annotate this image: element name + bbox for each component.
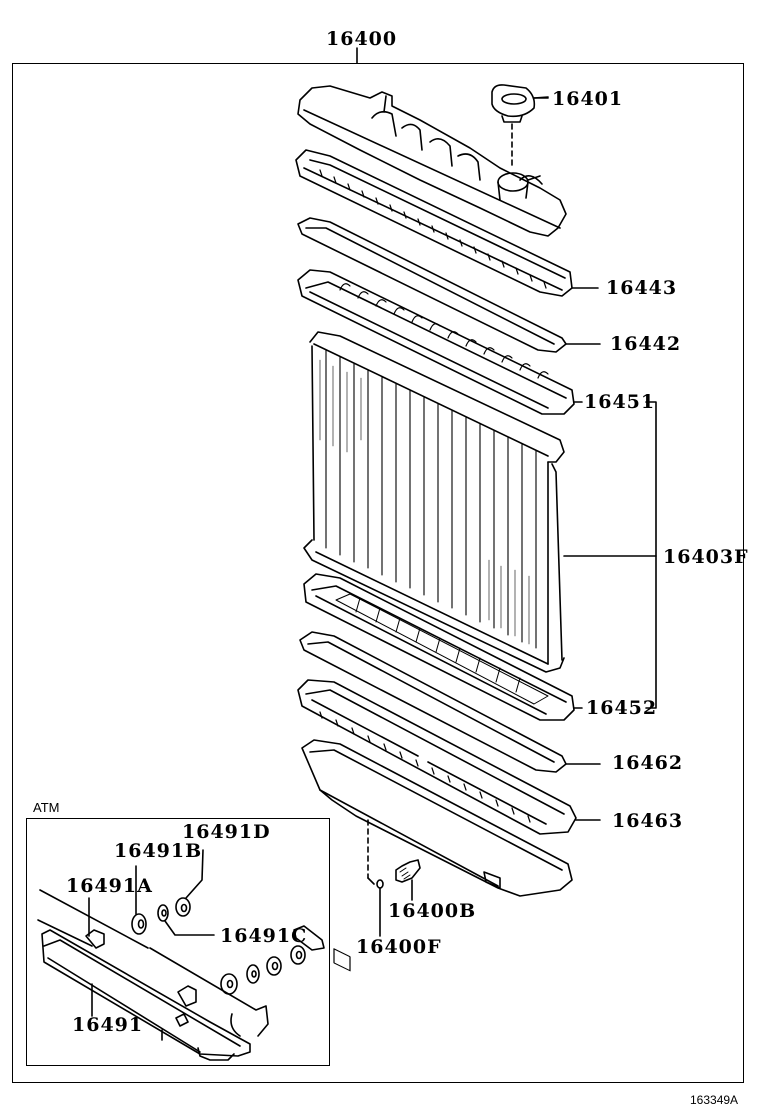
lower-plate-shape — [303, 573, 583, 721]
drain-cock-shape — [395, 859, 421, 901]
label-16400: 16400 — [326, 28, 398, 50]
label-16442: 16442 — [610, 333, 682, 355]
radiator-cap-shape — [491, 84, 549, 169]
label-16462: 16462 — [612, 752, 684, 774]
label-16452: 16452 — [586, 697, 658, 719]
label-16491: 16491 — [72, 1014, 144, 1036]
atm-inset-frame — [26, 818, 330, 1066]
assembly-frame — [12, 63, 744, 1083]
lower-tank-shape — [301, 739, 573, 972]
o-ring-shape — [376, 879, 384, 937]
label-16491A: 16491A — [66, 875, 153, 897]
radiator-core-shape — [303, 331, 657, 673]
label-16400B: 16400B — [388, 900, 477, 922]
oil-cooler-drawing — [37, 849, 325, 1061]
lower-tank-frame — [297, 679, 601, 835]
label-16403F: 16403F — [663, 546, 749, 568]
upper-gasket-shape — [297, 217, 601, 353]
label-16400F: 16400F — [356, 936, 442, 958]
figure-id: 163349A — [690, 1093, 739, 1107]
atm-label: ATM — [33, 800, 60, 815]
label-16491D: 16491D — [182, 821, 271, 843]
label-16491C: 16491C — [220, 925, 308, 947]
label-16451: 16451 — [584, 391, 656, 413]
label-16463: 16463 — [612, 810, 684, 832]
upper-tank-shape — [297, 85, 567, 237]
lower-gasket-shape — [299, 631, 601, 773]
upper-tank-gasket-frame — [295, 149, 599, 297]
label-16443: 16443 — [606, 277, 678, 299]
upper-plate-shape — [297, 269, 583, 415]
label-16491B: 16491B — [114, 840, 203, 862]
label-16401: 16401 — [552, 88, 624, 110]
